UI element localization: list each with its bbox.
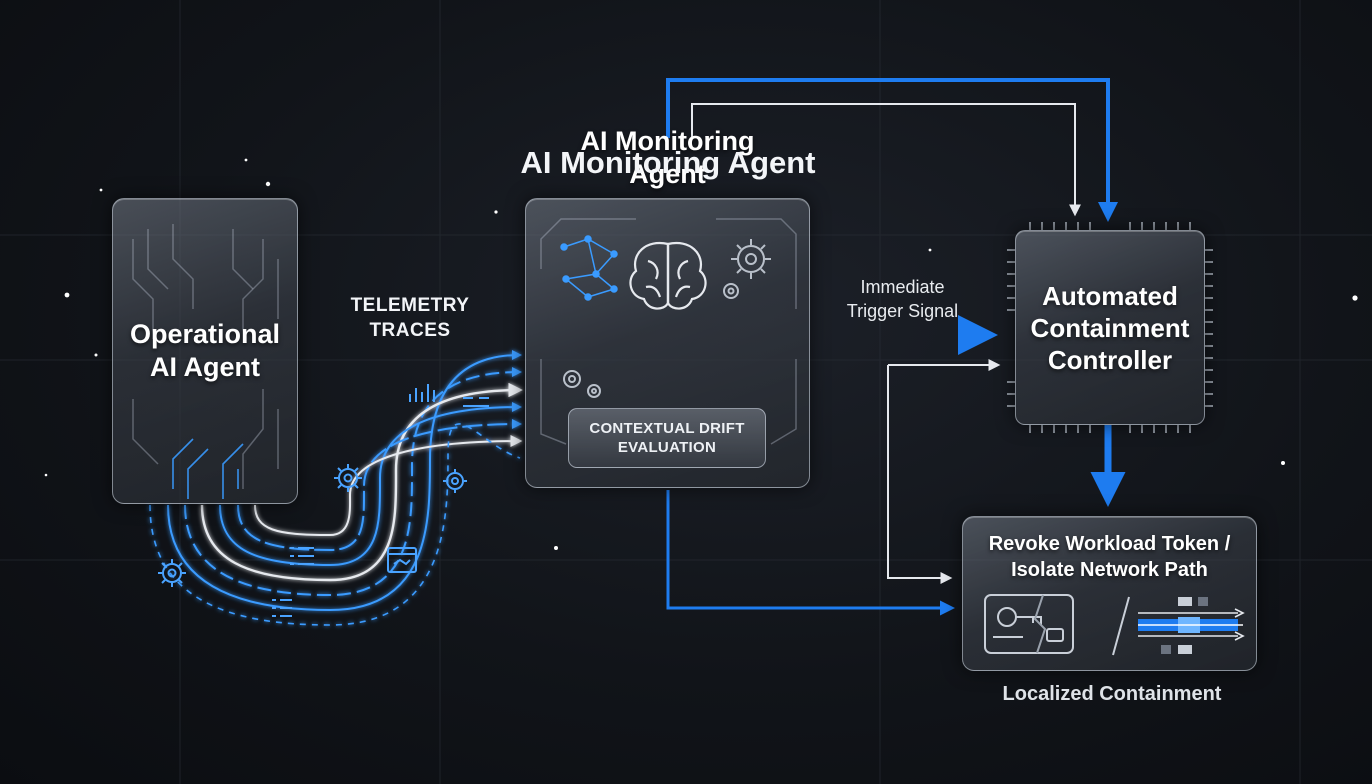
telemetry-flow-lines: [149, 350, 523, 626]
controller-line-3: Controller: [1047, 344, 1173, 375]
trigger-signal-label: Immediate Trigger Signal: [820, 275, 985, 323]
bar-chart-icon: [409, 384, 435, 402]
monitoring-agent-line-2: Agent: [629, 159, 706, 189]
telemetry-line-1: TELEMETRY: [350, 295, 470, 316]
background-stars: [44, 158, 1358, 550]
telemetry-traces-label: TELEMETRY TRACES: [330, 293, 490, 343]
divider-slash: [1112, 596, 1130, 656]
operational-agent-line-1: Operational: [129, 319, 281, 349]
circuit-traces: [132, 224, 279, 499]
telemetry-icons: [158, 384, 489, 617]
gear-icon: [563, 239, 771, 398]
gear-icon: [334, 464, 362, 492]
gear-icon: [443, 469, 467, 493]
localized-containment-label: Localized Containment: [1002, 683, 1222, 705]
edge-monitor-to-controller-blue: [666, 78, 1118, 222]
revoke-isolate-node: Revoke Workload Token / Isolate Network …: [962, 516, 1257, 671]
revoke-icons: [984, 594, 1245, 656]
brain-icon: [629, 241, 707, 310]
monitoring-agent-line-1: AI Monitoring: [580, 126, 755, 156]
list-icon: [290, 547, 314, 565]
gear-icon: [158, 559, 186, 587]
contextual-drift-evaluation-box: CONTEXTUAL DRIFT EVALUATION: [568, 408, 766, 468]
drift-label-line-1: CONTEXTUAL DRIFT: [589, 420, 745, 437]
controller-chip-pins: [1007, 222, 1213, 433]
edge-loop-white-revoke: [887, 365, 953, 584]
browser-icon: [387, 547, 417, 573]
telemetry-line-2: TRACES: [369, 320, 451, 341]
operational-ai-agent-node: Operational AI Agent: [112, 198, 298, 504]
revoke-line-1: Revoke Workload Token /: [988, 533, 1231, 555]
network-block-icon: [1138, 597, 1245, 654]
key-card-icon: [984, 594, 1074, 654]
monitor-node-artwork: [540, 218, 797, 445]
automated-containment-controller-node: Automated Containment Controller: [1015, 230, 1205, 425]
controller-line-2: Containment: [1030, 312, 1190, 343]
trigger-line-2: Trigger Signal: [846, 301, 959, 321]
controller-line-1: Automated: [1042, 280, 1178, 311]
drift-label-line-2: EVALUATION: [617, 439, 717, 456]
edge-monitor-to-revoke: [666, 490, 955, 616]
neural-network-icon: [560, 235, 618, 301]
revoke-line-2: Isolate Network Path: [1011, 559, 1208, 581]
edge-monitor-to-controller-white: [691, 103, 1081, 217]
list-icon: [272, 599, 292, 617]
dash-icon: [463, 397, 489, 407]
operational-agent-line-2: AI Agent: [150, 352, 260, 382]
diagram-heading: AI Monitoring Agent: [520, 145, 816, 180]
trigger-line-1: Immediate: [860, 277, 945, 297]
